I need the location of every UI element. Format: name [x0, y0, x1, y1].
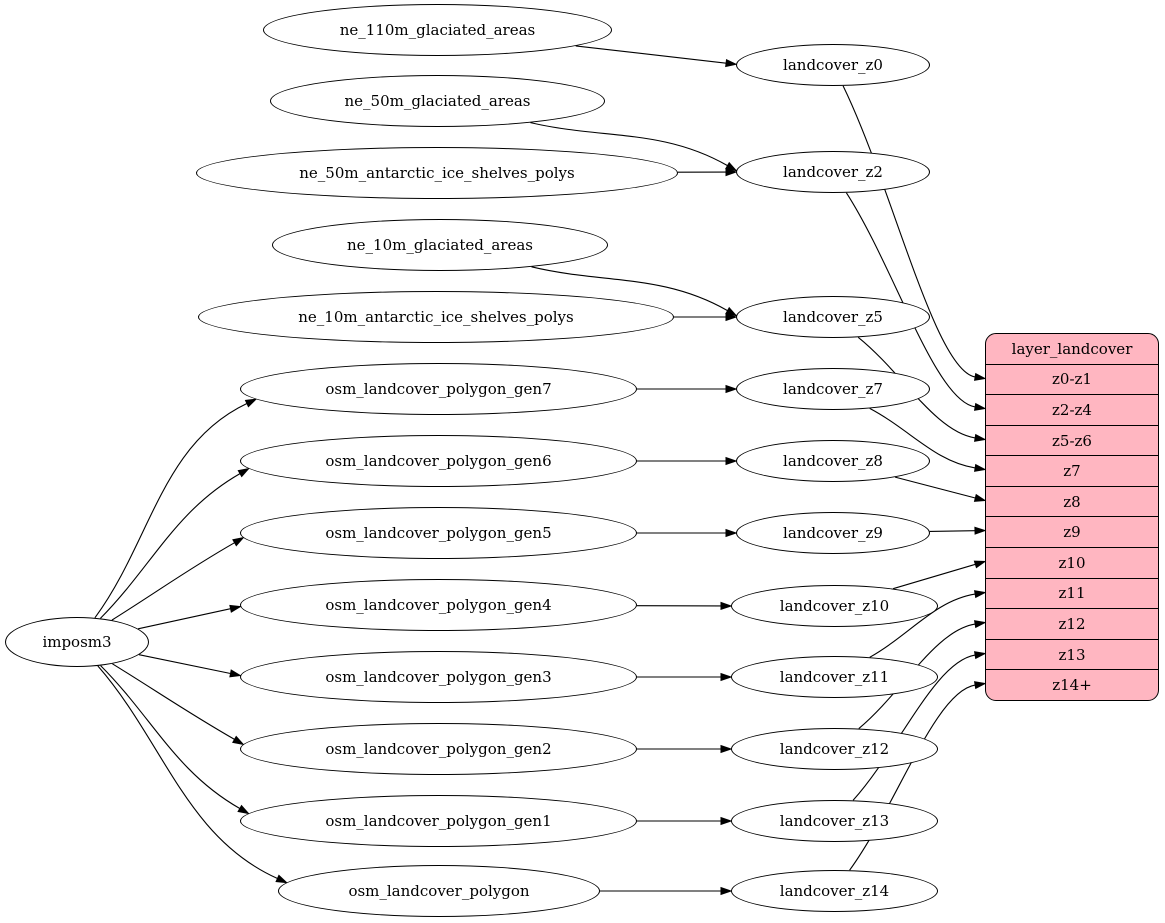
edge-landcover-z8-to-z8: [894, 476, 976, 499]
edge-landcover-z11-to-z11: [869, 593, 976, 658]
node-landcover-z12: landcover_z12: [731, 728, 938, 770]
arrowhead-osm-landcover-polygon-gen2-to-landcover-z12: [720, 744, 733, 754]
arrowhead-osm-landcover-polygon-gen5-to-landcover-z9: [725, 528, 738, 538]
node-landcover-z13: landcover_z13: [731, 800, 938, 842]
node-osm-landcover-polygon-gen1: osm_landcover_polygon_gen1: [240, 795, 637, 847]
table-row-z9: z9: [986, 516, 1158, 547]
table-row-z11: z11: [986, 577, 1158, 609]
edge-imposm3-to-osm-landcover-polygon-gen5: [111, 542, 235, 621]
arrowhead-imposm3-to-osm-landcover-polygon: [275, 874, 289, 884]
arrowhead-imposm3-to-osm-landcover-polygon-gen2: [232, 735, 245, 746]
arrowhead-osm-landcover-polygon-gen1-to-landcover-z13: [720, 816, 733, 826]
table-row-z13: z13: [986, 638, 1158, 670]
arrowhead-landcover-z5-to-z5-z6: [973, 433, 987, 442]
arrowhead-landcover-z7-to-z7: [973, 463, 987, 472]
arrowhead-landcover-z0-to-z0-z1: [973, 372, 987, 381]
node-landcover-z9: landcover_z9: [736, 512, 930, 554]
edge-landcover-z7-to-z7: [869, 407, 976, 469]
arrowhead-landcover-z13-to-z13: [973, 651, 987, 660]
node-osm-landcover-polygon-gen6: osm_landcover_polygon_gen6: [240, 435, 637, 487]
node-landcover-z14: landcover_z14: [731, 870, 938, 912]
node-osm-landcover-polygon: osm_landcover_polygon: [278, 865, 600, 917]
node-landcover-z8: landcover_z8: [736, 440, 930, 482]
arrowhead-imposm3-to-osm-landcover-polygon-gen3: [229, 669, 242, 678]
node-ne-10m-antarctic-ice-shelves-polys: ne_10m_antarctic_ice_shelves_polys: [198, 291, 674, 343]
edge-imposm3-to-osm-landcover-polygon: [97, 665, 278, 880]
arrowhead-imposm3-to-osm-landcover-polygon-gen6: [237, 467, 251, 478]
node-osm-landcover-polygon-gen7: osm_landcover_polygon_gen7: [240, 363, 637, 415]
arrowhead-imposm3-to-osm-landcover-polygon-gen4: [229, 604, 242, 613]
edge-landcover-z10-to-z10: [892, 563, 976, 590]
node-osm-landcover-polygon-gen2: osm_landcover_polygon_gen2: [240, 723, 637, 775]
arrowhead-ne-50m-antarctic-ice-shelves-polys-to-landcover-z2: [725, 168, 738, 177]
arrowhead-landcover-z11-to-z11: [973, 590, 987, 599]
edge-imposm3-to-osm-landcover-polygon-gen4: [137, 608, 231, 630]
arrowhead-imposm3-to-osm-landcover-polygon-gen5: [232, 536, 245, 547]
edge-landcover-z14-to-z14: [849, 684, 976, 871]
node-osm-landcover-polygon-gen3: osm_landcover_polygon_gen3: [240, 651, 637, 703]
arrowhead-imposm3-to-osm-landcover-polygon-gen1: [237, 804, 250, 815]
node-ne-50m-antarctic-ice-shelves-polys: ne_50m_antarctic_ice_shelves_polys: [196, 147, 678, 199]
arrowhead-landcover-z8-to-z8: [973, 493, 987, 502]
arrowhead-landcover-z14-to-z14: [973, 681, 987, 690]
node-ne-50m-glaciated-areas: ne_50m_glaciated_areas: [270, 75, 605, 127]
arrowhead-landcover-z9-to-z9: [974, 526, 987, 535]
arrowhead-osm-landcover-polygon-gen3-to-landcover-z11: [720, 672, 733, 682]
arrowhead-landcover-z10-to-z10: [973, 560, 987, 569]
edge-ne-10m-glaciated-areas-to-landcover-z5: [531, 266, 728, 312]
arrowhead-ne-10m-antarctic-ice-shelves-polys-to-landcover-z5: [725, 312, 738, 322]
table-row-z12: z12: [986, 608, 1158, 639]
node-ne-10m-glaciated-areas: ne_10m_glaciated_areas: [272, 219, 608, 271]
edge-landcover-z13-to-z13: [852, 654, 976, 801]
arrowhead-imposm3-to-osm-landcover-polygon-gen7: [244, 398, 258, 408]
arrowhead-osm-landcover-polygon-gen7-to-landcover-z7: [725, 384, 738, 394]
arrowhead-osm-landcover-polygon-to-landcover-z14: [720, 886, 733, 896]
arrowhead-osm-landcover-polygon-gen6-to-landcover-z8: [725, 456, 738, 466]
arrowhead-landcover-z2-to-z2-z4: [973, 402, 987, 411]
table-row-z8: z8: [986, 485, 1158, 517]
table-row-z0-z1: z0-z1: [986, 363, 1158, 395]
node-osm-landcover-polygon-gen4: osm_landcover_polygon_gen4: [240, 579, 637, 631]
node-landcover-z0: landcover_z0: [736, 44, 930, 86]
edge-imposm3-to-osm-landcover-polygon-gen7: [94, 403, 248, 619]
table-row-z7: z7: [986, 455, 1158, 486]
node-landcover-z7: landcover_z7: [736, 368, 930, 410]
edge-landcover-z9-to-z9: [929, 530, 976, 532]
edge-ne-50m-glaciated-areas-to-landcover-z2: [530, 122, 728, 167]
table-row-z10: z10: [986, 547, 1158, 578]
edge-imposm3-to-osm-landcover-polygon-gen2: [112, 663, 235, 740]
arrowhead-ne-10m-glaciated-areas-to-landcover-z5: [725, 306, 738, 317]
edge-imposm3-to-osm-landcover-polygon-gen3: [138, 654, 231, 675]
arrowhead-ne-50m-glaciated-areas-to-landcover-z2: [725, 161, 738, 172]
node-landcover-z11: landcover_z11: [731, 656, 938, 698]
arrowhead-ne-110m-glaciated-areas-to-landcover-z0: [725, 59, 738, 68]
edge-imposm3-to-osm-landcover-polygon-gen1: [100, 665, 241, 809]
layer-landcover-table: layer_landcover z0-z1 z2-z4 z5-z6 z7 z8 …: [985, 333, 1159, 701]
node-landcover-z5: landcover_z5: [736, 296, 930, 338]
edge-ne-110m-glaciated-areas-to-landcover-z0: [575, 45, 727, 64]
arrowhead-landcover-z12-to-z12: [973, 620, 987, 629]
node-landcover-z10: landcover_z10: [731, 585, 938, 627]
edge-landcover-z0-to-z0-z1: [842, 85, 976, 378]
table-row-z14plus: z14+: [986, 669, 1158, 700]
arrowhead-osm-landcover-polygon-gen4-to-landcover-z10: [720, 601, 733, 610]
table-row-z5-z6: z5-z6: [986, 424, 1158, 456]
node-imposm3: imposm3: [5, 617, 149, 667]
table-row-z2-z4: z2-z4: [986, 394, 1158, 425]
node-ne-110m-glaciated-areas: ne_110m_glaciated_areas: [263, 4, 612, 56]
node-landcover-z2: landcover_z2: [736, 151, 930, 193]
node-osm-landcover-polygon-gen5: osm_landcover_polygon_gen5: [240, 507, 637, 559]
table-title: layer_landcover: [1011, 339, 1133, 358]
edge-imposm3-to-osm-landcover-polygon-gen6: [100, 473, 241, 619]
